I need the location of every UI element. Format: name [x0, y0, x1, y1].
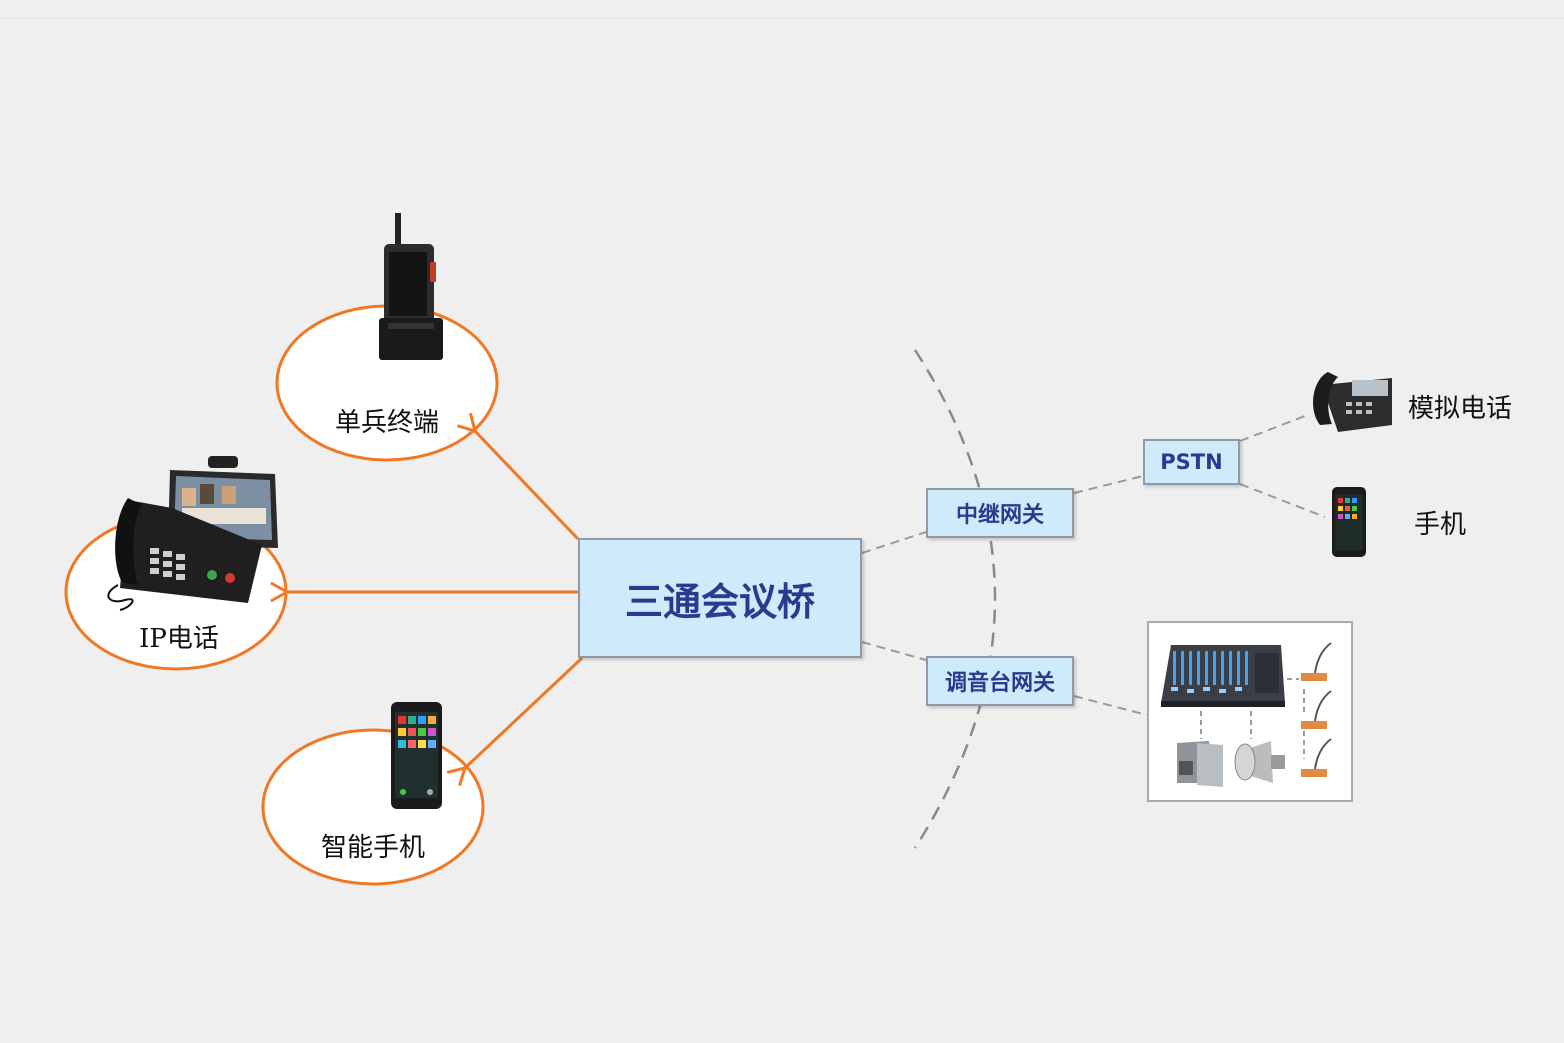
node-label-terminal: 单兵终端 [334, 408, 439, 438]
speaker-cabinet-icon [1177, 741, 1223, 787]
arrow-to-terminal [475, 431, 580, 541]
gooseneck-microphone-icon [1301, 642, 1332, 777]
top-divider [0, 18, 1564, 19]
link-center-trunk [861, 531, 927, 554]
audio-mixer-icon [1161, 645, 1285, 707]
desk-phone-icon [1313, 372, 1392, 432]
node-label-smartphone: 智能手机 [320, 833, 425, 863]
mobile-phone-icon [1332, 487, 1366, 557]
audio-equipment-panel [1147, 621, 1353, 802]
analog-phone-label: 模拟电话 [1408, 394, 1513, 424]
network-boundary-arc [913, 349, 997, 849]
rugged-handheld-terminal-icon [379, 213, 443, 360]
mobile-label: 手机 [1414, 510, 1467, 540]
node-label-ip-phone: IP电话 [139, 624, 219, 654]
video-ip-phone-icon [107, 456, 278, 611]
link-trunk-pstn [1073, 475, 1144, 494]
pstn-box: PSTN [1143, 439, 1240, 485]
link-pstn-mobile [1239, 483, 1326, 518]
trunk-gateway-box: 中继网关 [926, 488, 1074, 538]
link-mixer-equipment [1073, 695, 1148, 716]
conference-bridge-box: 三通会议桥 [578, 538, 862, 658]
smartphone-icon [391, 702, 442, 809]
horn-speaker-icon [1234, 741, 1285, 783]
link-pstn-analog [1239, 415, 1306, 442]
mixer-gateway-box: 调音台网关 [926, 656, 1074, 706]
link-center-mixer [861, 641, 927, 661]
arrow-to-smartphone [465, 656, 584, 768]
